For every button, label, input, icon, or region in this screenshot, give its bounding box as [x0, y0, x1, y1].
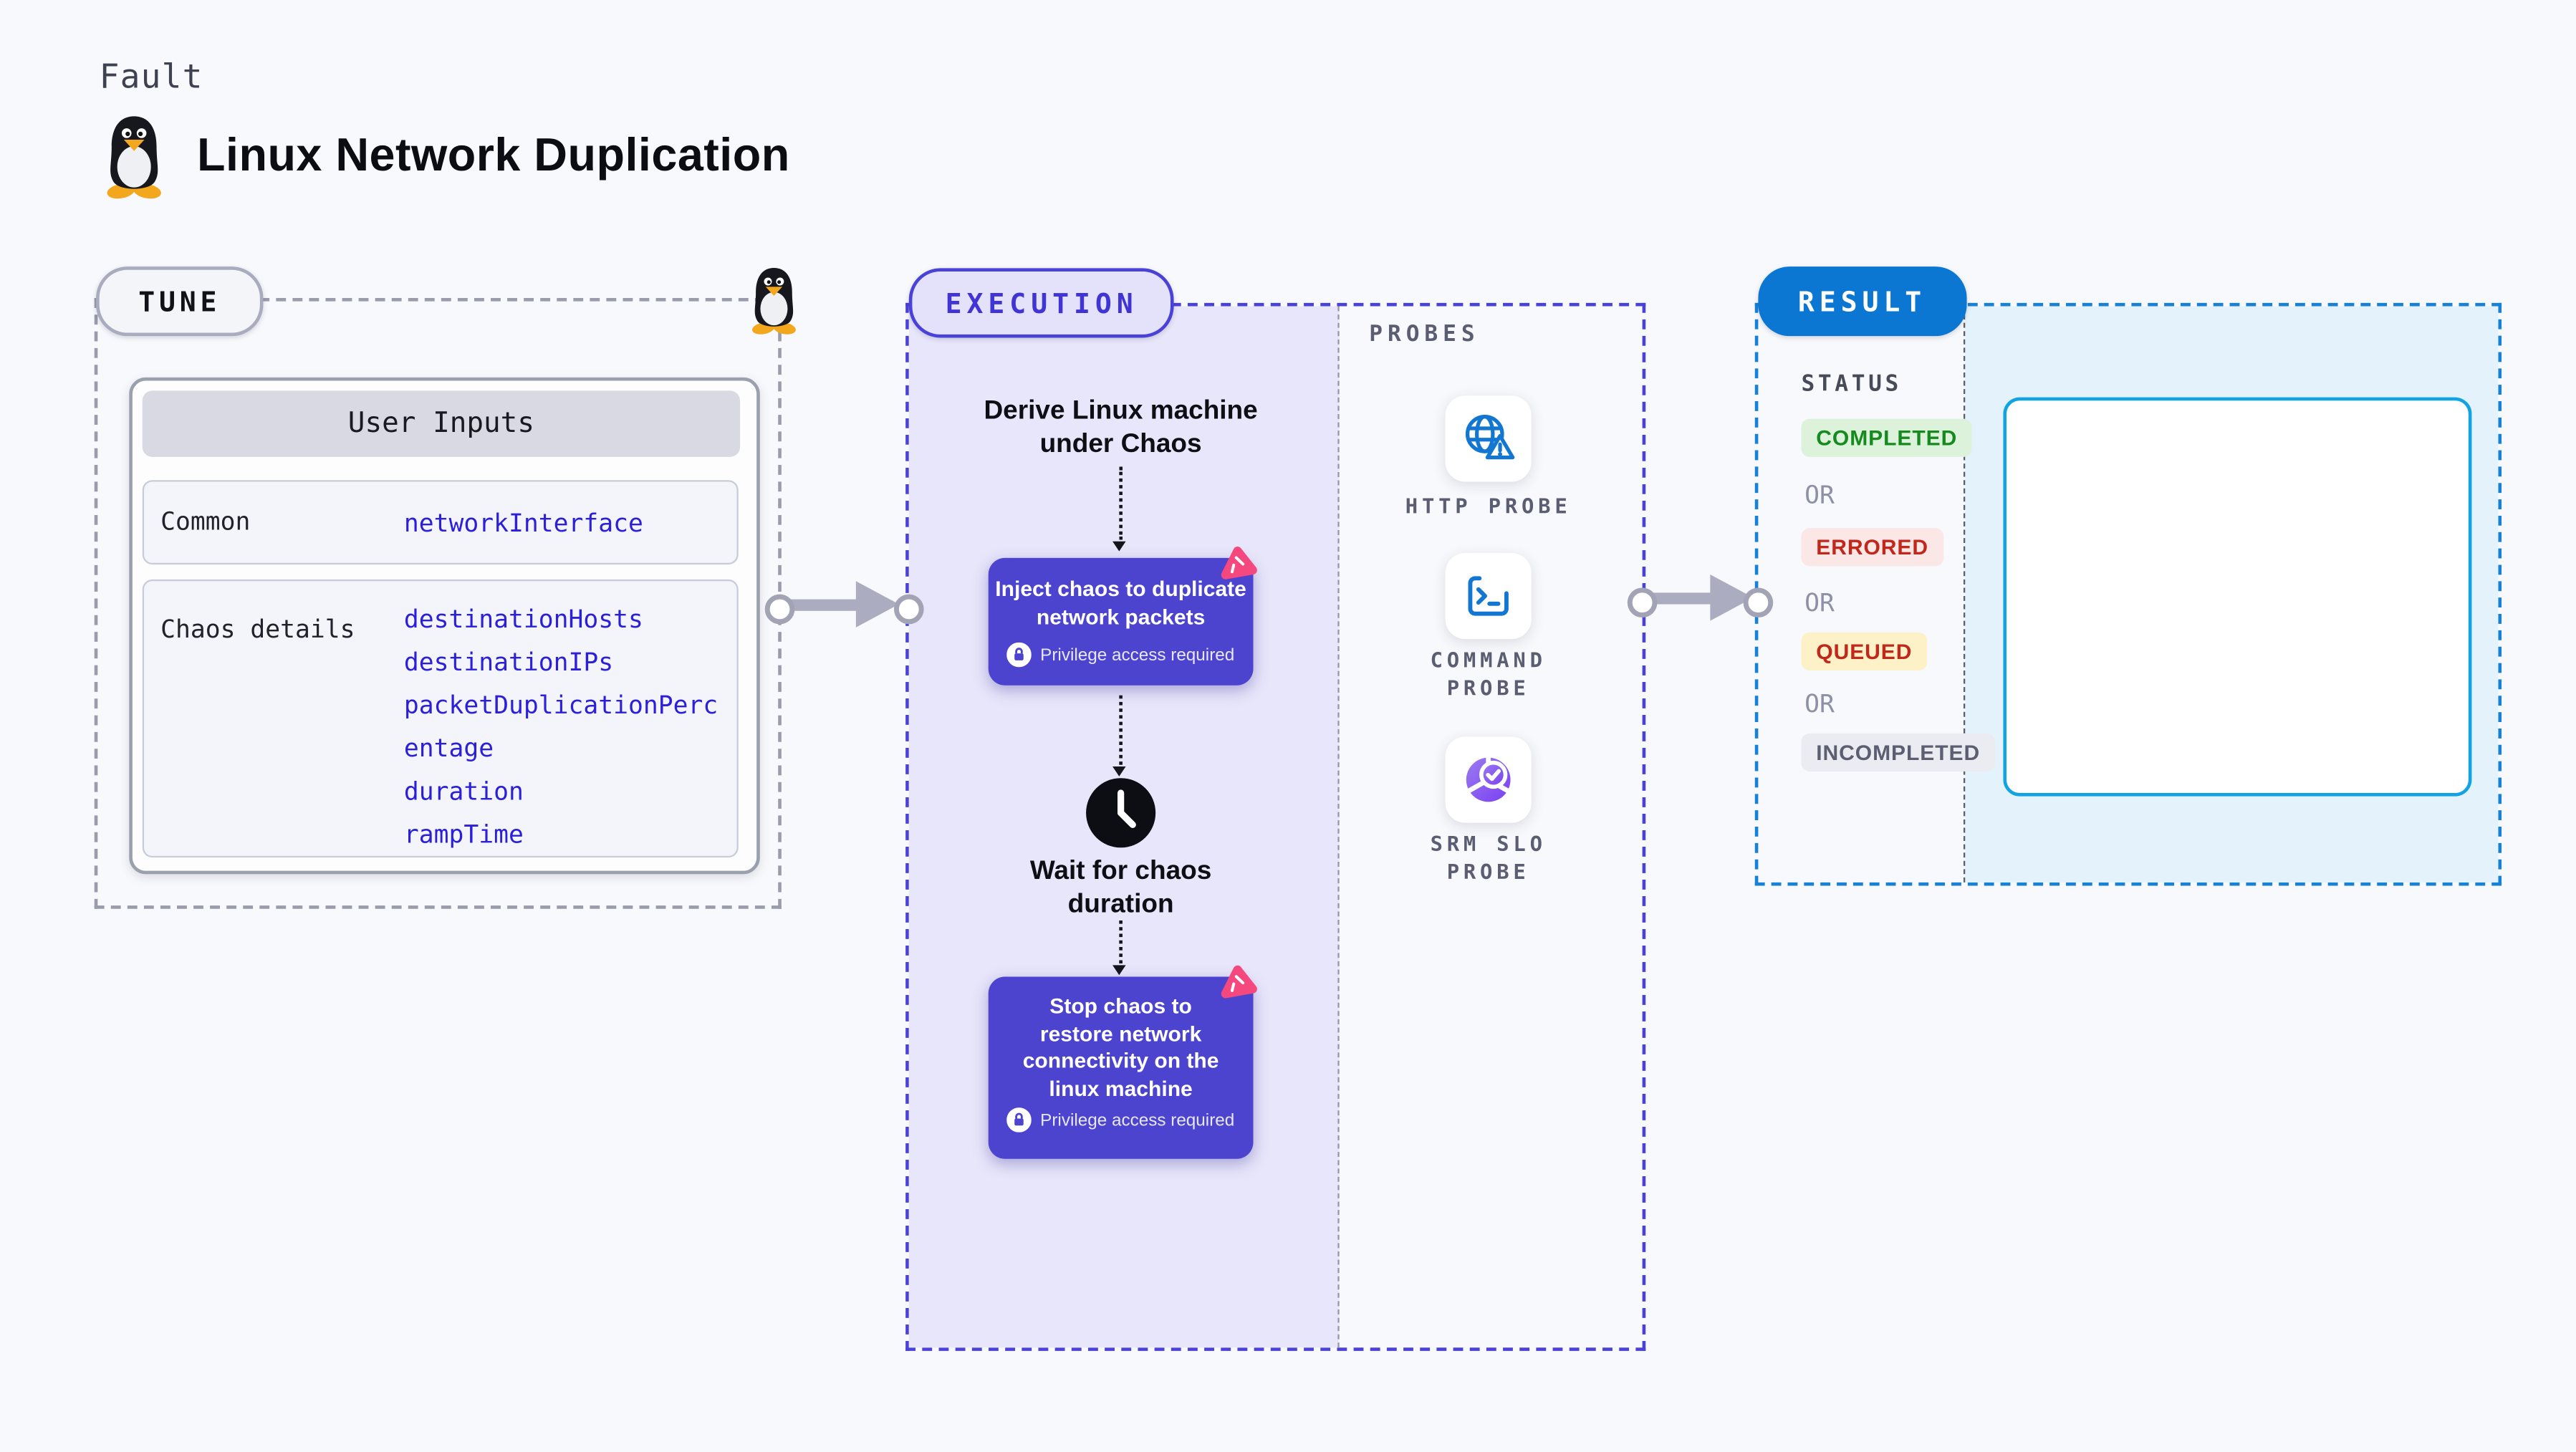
status-badge-queued: QUEUED — [1801, 632, 1928, 670]
connector-node — [1743, 587, 1774, 618]
clock-icon — [1086, 778, 1156, 848]
tux-penguin-icon — [107, 116, 161, 199]
input-row-chaos-details: Chaos details destinationHosts destinati… — [142, 579, 739, 858]
srm-slo-probe-card — [1445, 736, 1532, 823]
flow-connector — [1119, 466, 1123, 540]
step-wait-duration: Wait for chaos duration — [1029, 857, 1212, 918]
flow-connector — [1119, 920, 1123, 964]
status-badge-incompleted: INCOMPLETED — [1801, 733, 1995, 771]
flow-arrowhead — [855, 581, 899, 628]
stop-chaos-label: Stop chaos to restore network connectivi… — [1022, 993, 1219, 1100]
command-probe-label: COMMAND PROBE — [1430, 647, 1547, 701]
chaos-fault-icon — [1221, 965, 1257, 999]
input-value: destinationHosts — [403, 604, 643, 635]
srm-slo-probe-label: SRM SLO PROBE — [1430, 831, 1547, 885]
input-row-label: Chaos details — [160, 614, 355, 645]
input-row-label: Common — [160, 506, 251, 537]
privilege-note: Privilege access required — [1040, 1110, 1235, 1130]
tune-badge: TUNE — [96, 266, 264, 337]
probes-divider — [1337, 306, 1340, 1348]
status-badge-errored: ERRORED — [1801, 528, 1943, 567]
command-probe-card — [1445, 552, 1532, 640]
result-divider — [1963, 306, 1966, 883]
lock-icon — [1006, 642, 1032, 668]
user-inputs-header: User Inputs — [142, 390, 741, 457]
flow-arrow — [774, 598, 866, 610]
result-badge: RESULT — [1758, 266, 1966, 337]
probes-label: PROBES — [1369, 321, 1480, 348]
tux-penguin-icon-small — [752, 267, 796, 335]
or-label: OR — [1804, 688, 1835, 719]
status-label: STATUS — [1801, 370, 1902, 398]
flow-arrow — [1642, 592, 1722, 604]
step-derive-machine: Derive Linux machine under Chaos — [984, 397, 1258, 458]
chaos-fault-icon — [1221, 547, 1257, 580]
lock-icon — [1006, 1107, 1032, 1133]
input-row-common: Common networkInterface — [142, 480, 739, 565]
flow-connector — [1119, 695, 1123, 765]
globe-alert-icon — [1465, 415, 1515, 460]
output-card — [2003, 397, 2472, 797]
inject-chaos-label: Inject chaos to duplicate network packet… — [995, 576, 1246, 629]
terminal-icon — [1468, 576, 1509, 616]
page-title: Linux Network Duplication — [197, 129, 790, 181]
connector-node — [1627, 587, 1658, 618]
input-value: duration — [403, 776, 524, 807]
stop-chaos-button[interactable]: Stop chaos to restore network connectivi… — [988, 976, 1254, 1159]
status-badge-completed: COMPLETED — [1801, 418, 1973, 457]
inject-chaos-button[interactable]: Inject chaos to duplicate network packet… — [988, 557, 1254, 686]
privilege-note: Privilege access required — [1040, 645, 1235, 665]
or-label: OR — [1804, 480, 1835, 510]
flow-connector-arrowhead — [1112, 541, 1126, 552]
connector-node — [764, 594, 795, 625]
input-value: destinationIPs — [403, 647, 614, 678]
slo-pie-check-icon — [1466, 756, 1511, 802]
execution-badge: EXECUTION — [908, 268, 1175, 338]
http-probe-label: HTTP PROBE — [1405, 493, 1572, 519]
flow-connector-arrowhead — [1112, 965, 1126, 976]
fault-kicker: Fault — [99, 56, 203, 97]
or-label: OR — [1804, 587, 1835, 618]
flow-connector-arrowhead — [1112, 766, 1126, 777]
connector-node — [893, 594, 924, 625]
http-probe-card — [1445, 395, 1532, 482]
input-value: networkInterface — [403, 508, 643, 539]
input-value: packetDuplicationPercentage — [403, 690, 719, 764]
input-value: rampTime — [403, 819, 524, 850]
